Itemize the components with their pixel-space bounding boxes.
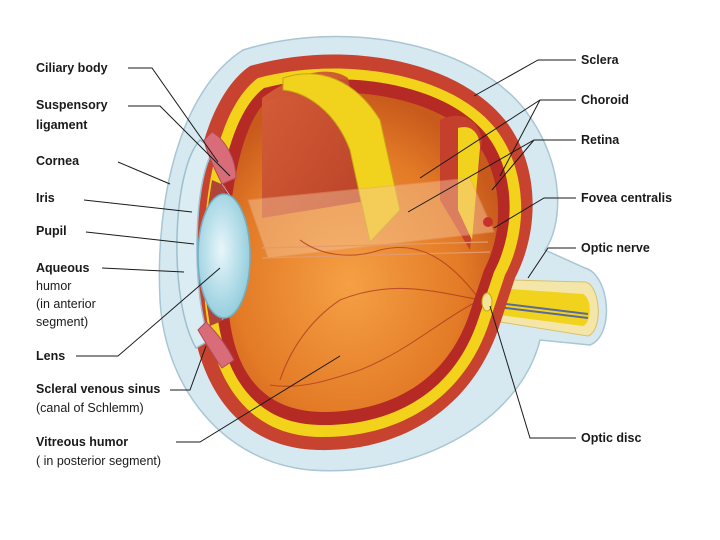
- label-lens: Lens: [36, 347, 65, 366]
- fovea-spot: [483, 217, 493, 227]
- label-optic-nerve: Optic nerve: [581, 239, 650, 258]
- label-vitreous-humor: Vitreous humor: [36, 433, 128, 452]
- label-cornea: Cornea: [36, 152, 79, 171]
- label-canal-of-schlemm: (canal of Schlemm): [36, 399, 144, 418]
- label-ciliary-body: Ciliary body: [36, 59, 108, 78]
- label-fovea-centralis: Fovea centralis: [581, 189, 672, 208]
- label-optic-disc: Optic disc: [581, 429, 641, 448]
- label-choroid: Choroid: [581, 91, 629, 110]
- label-sclera: Sclera: [581, 51, 619, 70]
- label-posterior-segment: ( in posterior segment): [36, 452, 161, 471]
- label-scleral-venous-sinus: Scleral venous sinus: [36, 380, 160, 399]
- label-suspensory-ligament-line1: Suspensory: [36, 96, 108, 115]
- label-aqueous-humor-line1: Aqueous: [36, 259, 89, 278]
- label-iris: Iris: [36, 189, 55, 208]
- label-aqueous-humor-line3: (in anterior: [36, 295, 96, 314]
- label-aqueous-humor-line2: humor: [36, 277, 71, 296]
- lens: [198, 194, 250, 318]
- label-retina: Retina: [581, 131, 619, 150]
- label-pupil: Pupil: [36, 222, 67, 241]
- label-suspensory-ligament-line2: ligament: [36, 116, 87, 135]
- label-aqueous-humor-line4: segment): [36, 313, 88, 332]
